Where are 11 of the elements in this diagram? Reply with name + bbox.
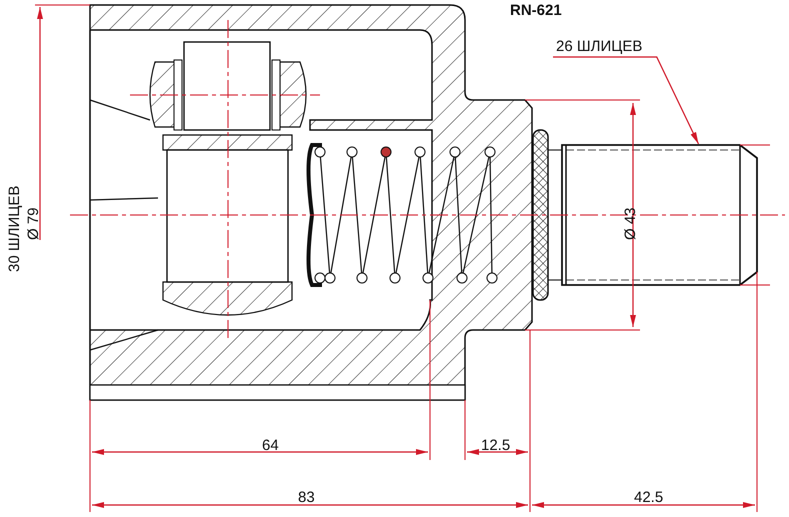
- diameter-label: Ø 43: [622, 207, 639, 240]
- dimension-value: 64: [262, 437, 279, 454]
- dimension-value: 83: [298, 489, 315, 506]
- leader-line: [553, 56, 700, 144]
- diameter-label: Ø 79: [25, 207, 42, 240]
- splined-shaft: [561, 144, 758, 286]
- callout-text: 26 ШЛИЦЕВ: [556, 38, 642, 55]
- dimension-value: 12.5: [481, 437, 510, 454]
- dimension-value: 42.5: [634, 489, 664, 506]
- spline-count-label: 30 ШЛИЦЕВ: [6, 186, 23, 272]
- part-number-title: RN-621: [510, 2, 562, 19]
